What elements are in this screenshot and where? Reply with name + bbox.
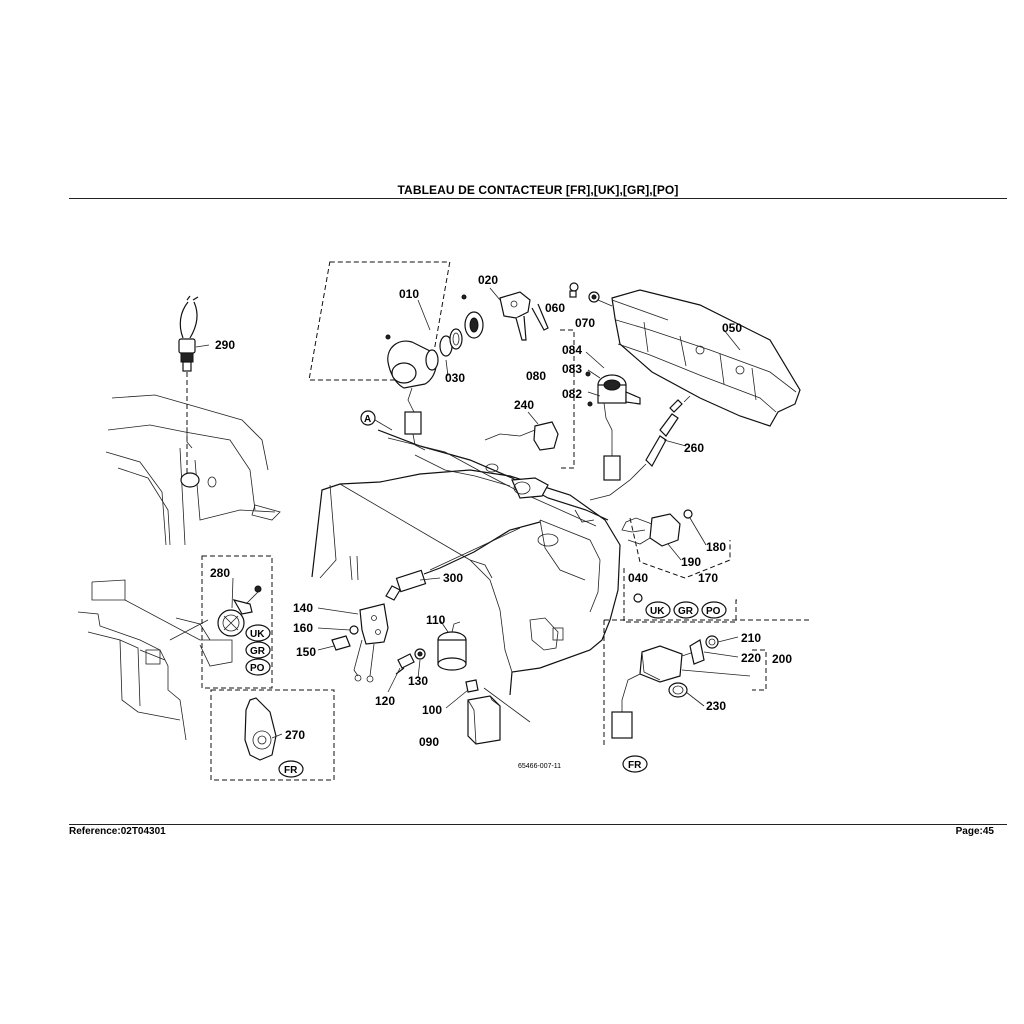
part-100-screw xyxy=(465,679,479,693)
callout-030: 030 xyxy=(445,371,465,385)
group-040-box xyxy=(623,568,740,623)
part-240-relay xyxy=(484,421,559,451)
callout-270: 270 xyxy=(285,728,305,742)
badge-po-right: PO xyxy=(701,601,727,619)
part-040-washer xyxy=(633,593,643,603)
group-170-box xyxy=(629,517,731,579)
part-280-horn xyxy=(217,585,262,637)
svg-text:UK: UK xyxy=(650,606,665,617)
callout-100: 100 xyxy=(422,703,442,717)
callout-260: 260 xyxy=(684,441,704,455)
part-300-cable xyxy=(385,521,541,601)
callout-130: 130 xyxy=(408,674,428,688)
callouts: 290 010 020 030 060 070 050 084 083 080 … xyxy=(210,273,792,749)
dashboard-panel xyxy=(311,429,621,696)
callout-280: 280 xyxy=(210,566,230,580)
part-140-bracket xyxy=(353,603,389,683)
callout-010: 010 xyxy=(399,287,419,301)
badge-gr-right: GR xyxy=(673,601,699,619)
drawing-number: 65466-007-11 xyxy=(518,763,561,770)
callout-150: 150 xyxy=(296,645,316,659)
frame-left-assembly xyxy=(105,372,281,546)
reference-label: Reference:02T04301 xyxy=(69,826,166,837)
part-260-cable xyxy=(589,395,691,501)
part-220-bracket xyxy=(689,639,705,665)
part-200-unit xyxy=(611,645,701,739)
part-070-washer xyxy=(588,291,600,303)
callout-020: 020 xyxy=(478,273,498,287)
callout-140: 140 xyxy=(293,601,313,615)
callout-230: 230 xyxy=(706,699,726,713)
svg-text:GR: GR xyxy=(250,646,266,657)
svg-text:A: A xyxy=(364,414,371,425)
callout-190: 190 xyxy=(681,555,701,569)
callout-180: 180 xyxy=(706,540,726,554)
section-marker-a: A xyxy=(360,410,393,431)
svg-text:PO: PO xyxy=(706,606,721,617)
part-150-bolt xyxy=(331,635,351,651)
callout-300: 300 xyxy=(443,571,463,585)
svg-text:FR: FR xyxy=(628,760,642,771)
svg-text:GR: GR xyxy=(678,606,694,617)
part-090-control-unit xyxy=(467,695,501,745)
part-050-instrument-panel xyxy=(611,289,801,427)
footer-divider xyxy=(69,824,1007,825)
callout-083: 083 xyxy=(562,362,582,376)
callout-050: 050 xyxy=(722,321,742,335)
part-230-ring xyxy=(668,682,688,698)
callout-090: 090 xyxy=(419,735,439,749)
part-190-switch xyxy=(621,513,681,547)
part-210-bolt xyxy=(705,635,719,649)
badge-uk-right: UK xyxy=(645,601,671,619)
callout-060: 060 xyxy=(545,301,565,315)
callout-290: 290 xyxy=(215,338,235,352)
svg-text:UK: UK xyxy=(250,629,265,640)
callout-160: 160 xyxy=(293,621,313,635)
part-160-washer xyxy=(349,625,359,635)
part-030-ring xyxy=(439,328,463,357)
badge-fr-right: FR xyxy=(622,755,648,773)
callout-040: 040 xyxy=(628,571,648,585)
callout-080: 080 xyxy=(526,369,546,383)
callout-220: 220 xyxy=(741,651,761,665)
callout-120: 120 xyxy=(375,694,395,708)
group-200-bracket xyxy=(752,649,767,691)
header-divider xyxy=(69,198,1007,199)
part-060-screw xyxy=(569,282,579,298)
part-290-switch xyxy=(178,295,199,372)
badge-fr-left: FR xyxy=(278,760,304,778)
page-title: TABLEAU DE CONTACTEUR [FR],[UK],[GR],[PO… xyxy=(397,183,679,197)
part-020-key-cylinder xyxy=(461,291,549,341)
part-180-screw xyxy=(683,509,693,519)
page-number: Page:45 xyxy=(955,826,994,837)
callout-070: 070 xyxy=(575,316,595,330)
callout-084: 084 xyxy=(562,343,582,357)
svg-text:FR: FR xyxy=(284,765,298,776)
group-080-bracket xyxy=(560,329,575,469)
frame-lower-left xyxy=(77,579,233,741)
callout-210: 210 xyxy=(741,631,761,645)
part-110-flasher xyxy=(437,621,467,671)
leader-lines xyxy=(195,287,741,739)
part-130-washer xyxy=(414,648,426,660)
svg-text:PO: PO xyxy=(250,663,265,674)
badge-gr-left: GR xyxy=(245,641,271,659)
callout-082: 082 xyxy=(562,387,582,401)
part-270-horn xyxy=(244,697,277,761)
callout-110: 110 xyxy=(426,613,446,627)
part-010-key-switch xyxy=(385,334,439,451)
badge-uk-left: UK xyxy=(245,624,271,642)
callout-240: 240 xyxy=(514,398,534,412)
badge-po-left: PO xyxy=(245,658,271,676)
callout-200: 200 xyxy=(772,652,792,666)
part-084-switch xyxy=(585,371,641,481)
group-010-box xyxy=(308,261,451,381)
callout-170: 170 xyxy=(698,571,718,585)
